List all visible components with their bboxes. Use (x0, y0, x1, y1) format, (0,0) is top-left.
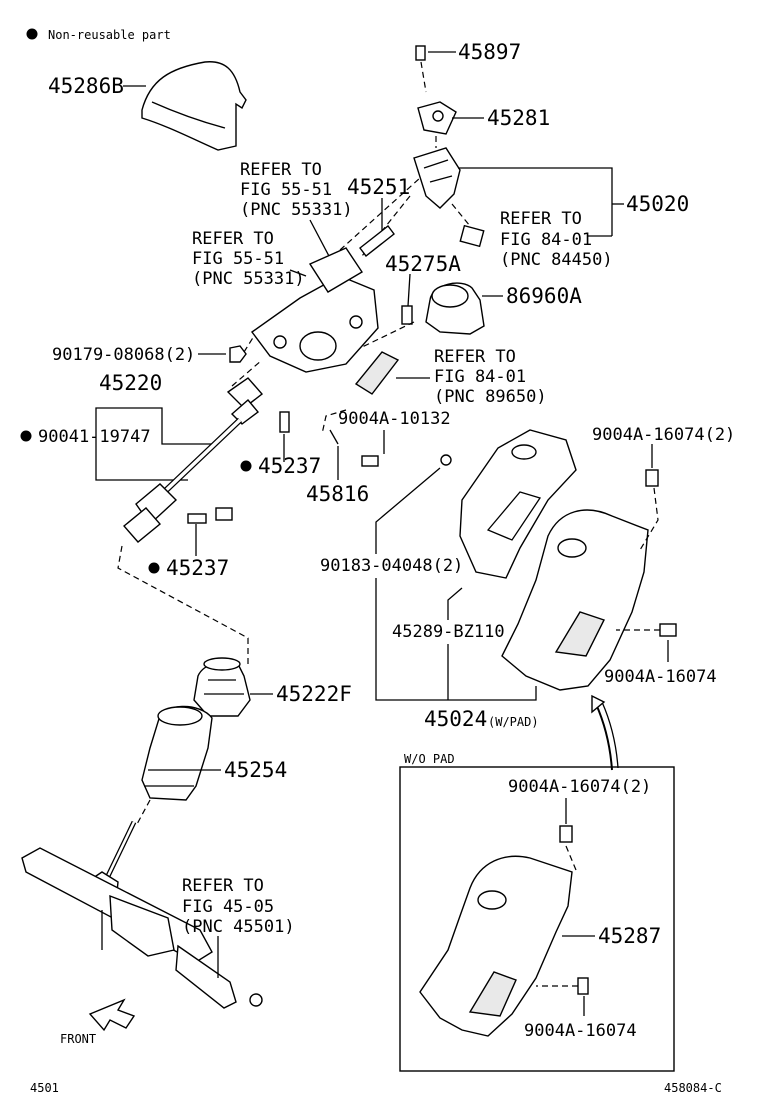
part-45289-upper-cover (459, 429, 577, 579)
part-45024-lower-cover (501, 509, 649, 691)
part-9004A-16074-screw-right (659, 623, 677, 637)
label-9004A-16074-box: 9004A-16074 (524, 1021, 637, 1041)
label-45251: 45251 (347, 175, 410, 199)
part-steering-rack (21, 820, 263, 1009)
label-45020: 45020 (626, 192, 689, 216)
label-45237-upper: 45237 (258, 454, 321, 478)
box-title: W/O PAD (404, 752, 455, 766)
part-45237-bolt-lower (187, 513, 207, 524)
label-45024-suffix: (W/PAD) (488, 715, 539, 729)
label-90179-08068: 90179-08068(2) (52, 345, 195, 365)
without-pad-box (399, 766, 675, 1072)
ref-fig-45-05-pnc-45501: REFER TO FIG 45-05 (PNC 45501) (182, 876, 295, 937)
part-9004A-16074-screw-top (645, 469, 659, 487)
arrow-icon (591, 694, 606, 714)
label-90041-19747: 90041-19747 (38, 427, 151, 447)
legend-text: Non-reusable part (48, 28, 171, 42)
label-45222F: 45222F (276, 682, 352, 706)
part-45237-nut-lower (215, 507, 233, 521)
part-45237-bolt-upper (279, 411, 290, 433)
footer-right-code: 458084-C (664, 1081, 722, 1095)
ref-fig-55-51-pnc-55331-a: REFER TO FIG 55-51 (PNC 55331) (240, 160, 353, 220)
ref-fig-84-01-pnc-89650: REFER TO FIG 84-01 (PNC 89650) (434, 347, 547, 407)
label-90183-04048: 90183-04048(2) (320, 556, 463, 576)
part-90179-nut (229, 345, 247, 363)
label-86960A: 86960A (506, 284, 582, 308)
part-45251-key-cylinder (359, 225, 395, 257)
label-45289-BZ110: 45289-BZ110 (392, 622, 505, 642)
part-45286B-cover (141, 61, 247, 151)
part-86960A-amplifier (425, 282, 485, 335)
non-reusable-bullet-icon (26, 28, 38, 40)
part-9004A-16074-screw-box-right (577, 977, 589, 995)
part-45816-clip (329, 429, 339, 445)
label-45024: 45024 (424, 707, 487, 731)
part-45222F-boot (193, 657, 251, 717)
label-45286B: 45286B (48, 74, 124, 98)
part-90183-clip (440, 454, 452, 466)
front-label: FRONT (60, 1032, 96, 1046)
front-arrow-icon (88, 998, 136, 1032)
label-45816: 45816 (306, 482, 369, 506)
part-45287-cover (419, 855, 573, 1037)
part-45897-screw (415, 45, 426, 61)
ref-fig-55-51-pnc-55331-b: REFER TO FIG 55-51 (PNC 55331) (192, 229, 305, 289)
label-45237-lower: 45237 (166, 556, 229, 580)
label-9004A-10132: 9004A-10132 (338, 409, 451, 429)
part-steering-column (251, 247, 379, 373)
part-45220-intermediate-shaft (122, 377, 264, 543)
part-9004A-10132-bolt (361, 455, 379, 467)
label-45287: 45287 (598, 924, 661, 948)
label-45220: 45220 (99, 371, 162, 395)
label-9004A-16074-2-top: 9004A-16074(2) (592, 425, 735, 445)
label-45275A: 45275A (385, 252, 461, 276)
label-9004A-16074-2-box: 9004A-16074(2) (508, 777, 651, 797)
part-9004A-16074-screw-box-top (559, 825, 573, 843)
non-reusable-bullet-icon (148, 562, 160, 574)
part-45020-switch (413, 147, 485, 248)
label-45897: 45897 (458, 40, 521, 64)
part-45275A-bolt (401, 305, 413, 325)
footer-left-code: 4501 (30, 1081, 59, 1095)
non-reusable-bullet-icon (20, 430, 32, 442)
label-9004A-16074-right: 9004A-16074 (604, 667, 717, 687)
part-45281-bracket (417, 101, 457, 135)
non-reusable-bullet-icon (240, 460, 252, 472)
label-45281: 45281 (487, 106, 550, 130)
part-45254-cover (141, 705, 213, 801)
ref-fig-84-01-pnc-84450: REFER TO FIG 84-01 (PNC 84450) (500, 209, 613, 270)
part-89650-sensor (354, 351, 400, 395)
label-45254: 45254 (224, 758, 287, 782)
